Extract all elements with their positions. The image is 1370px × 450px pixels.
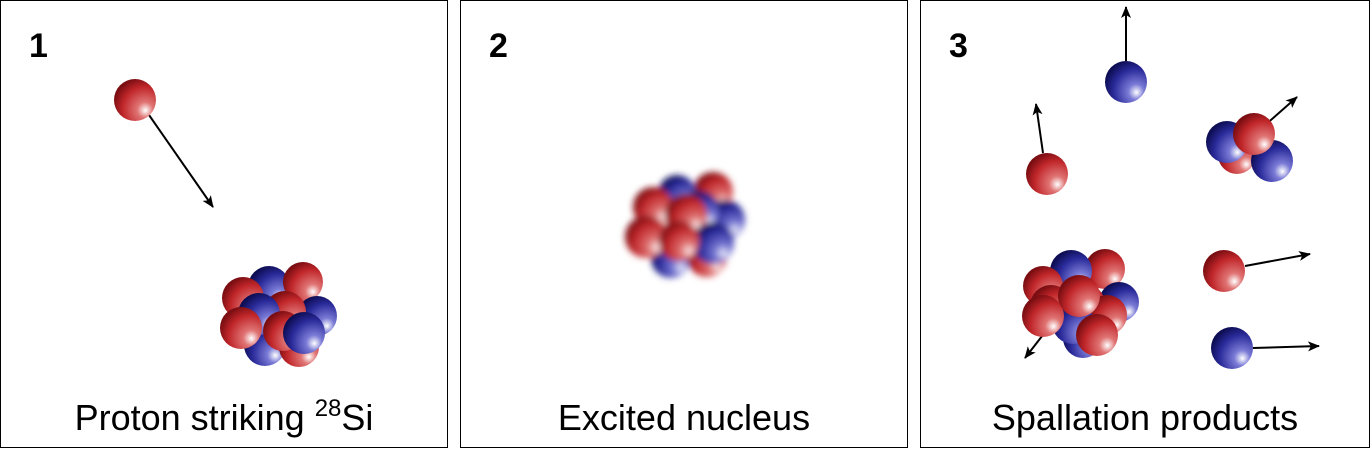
neutron-arrow-right <box>1252 341 1320 352</box>
panel-number: 3 <box>949 27 968 65</box>
panel-number: 1 <box>29 27 48 65</box>
panel-number: 2 <box>489 27 508 65</box>
incoming-proton <box>114 79 156 121</box>
silicon-28-nucleus <box>220 262 337 367</box>
proton-trajectory-arrow <box>148 114 214 208</box>
mass-number-superscript: 28 <box>314 395 342 422</box>
light-fragment-cluster <box>1206 113 1293 182</box>
caption-text: Proton striking <box>74 397 315 438</box>
panel-proton-striking: 1 Proton striking 28Si <box>0 0 448 448</box>
blurred-excited-nucleus <box>625 172 745 278</box>
element-symbol: Si <box>341 397 374 438</box>
ejected-neutron-right <box>1211 327 1253 369</box>
spallation-products-illustration <box>1022 6 1320 369</box>
panel-excited-nucleus: 2 Excited nucleus <box>460 0 908 448</box>
caption-proton-striking: Proton striking 28Si <box>1 397 447 439</box>
residual-nucleus <box>1022 249 1139 358</box>
proton-arrow-right <box>1244 251 1311 267</box>
ejected-proton-left <box>1026 153 1068 195</box>
caption-spallation-products: Spallation products <box>991 397 1299 438</box>
caption-excited-nucleus: Excited nucleus <box>557 397 811 438</box>
proton-arrow-up <box>1032 103 1044 154</box>
ejected-neutron-top <box>1105 61 1147 103</box>
proton-striking-illustration <box>114 79 337 367</box>
excited-nucleus-illustration <box>625 172 745 278</box>
ejected-proton-right <box>1203 250 1245 292</box>
panel-spallation-products: 3 <box>920 0 1370 448</box>
